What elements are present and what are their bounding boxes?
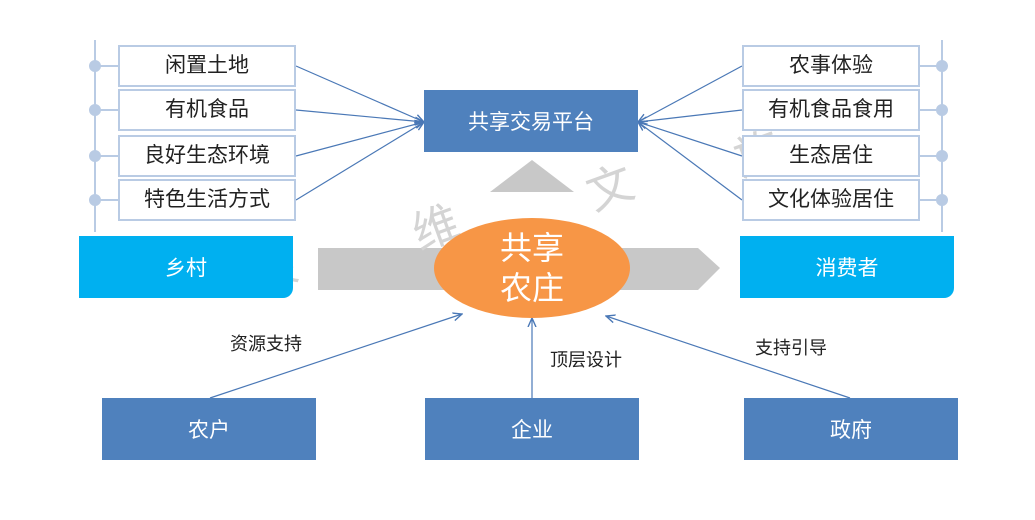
enterprise-box: 企业	[425, 398, 639, 460]
right-item: 文化体验居住	[742, 179, 920, 221]
farmer-label: 农户	[188, 418, 230, 442]
left-item: 良好生态环境	[118, 135, 296, 177]
government-box: 政府	[744, 398, 958, 460]
edge-label-resources: 资源支持	[230, 334, 302, 355]
government-label: 政府	[830, 418, 872, 442]
left-item: 有机食品	[118, 89, 296, 131]
consumer-box: 消费者	[740, 236, 954, 298]
village-label: 乡村	[165, 256, 207, 280]
center-ellipse: 共享 农庄	[434, 218, 630, 318]
center-label-line2: 农庄	[499, 269, 564, 307]
bottom-arrows	[209, 314, 851, 399]
platform-box: 共享交易平台	[424, 90, 638, 152]
right-bracket	[920, 40, 948, 232]
enterprise-label: 企业	[511, 418, 553, 442]
edge-label-design: 顶层设计	[550, 350, 622, 371]
right-item: 农事体验	[742, 45, 920, 87]
edge-label-support: 支持引导	[755, 338, 827, 359]
left-bracket	[89, 40, 118, 232]
right-item: 有机食品食用	[742, 89, 920, 131]
left-item: 特色生活方式	[118, 179, 296, 221]
center-label-line1: 共享	[499, 229, 564, 267]
right-arrows	[638, 65, 743, 201]
consumer-label: 消费者	[815, 256, 879, 280]
right-item: 生态居住	[742, 135, 920, 177]
village-box: 乡村	[79, 236, 293, 298]
farmer-box: 农户	[102, 398, 316, 460]
left-arrows	[295, 65, 424, 201]
up-triangle	[490, 160, 574, 192]
platform-label: 共享交易平台	[468, 110, 594, 134]
left-item: 闲置土地	[118, 45, 296, 87]
